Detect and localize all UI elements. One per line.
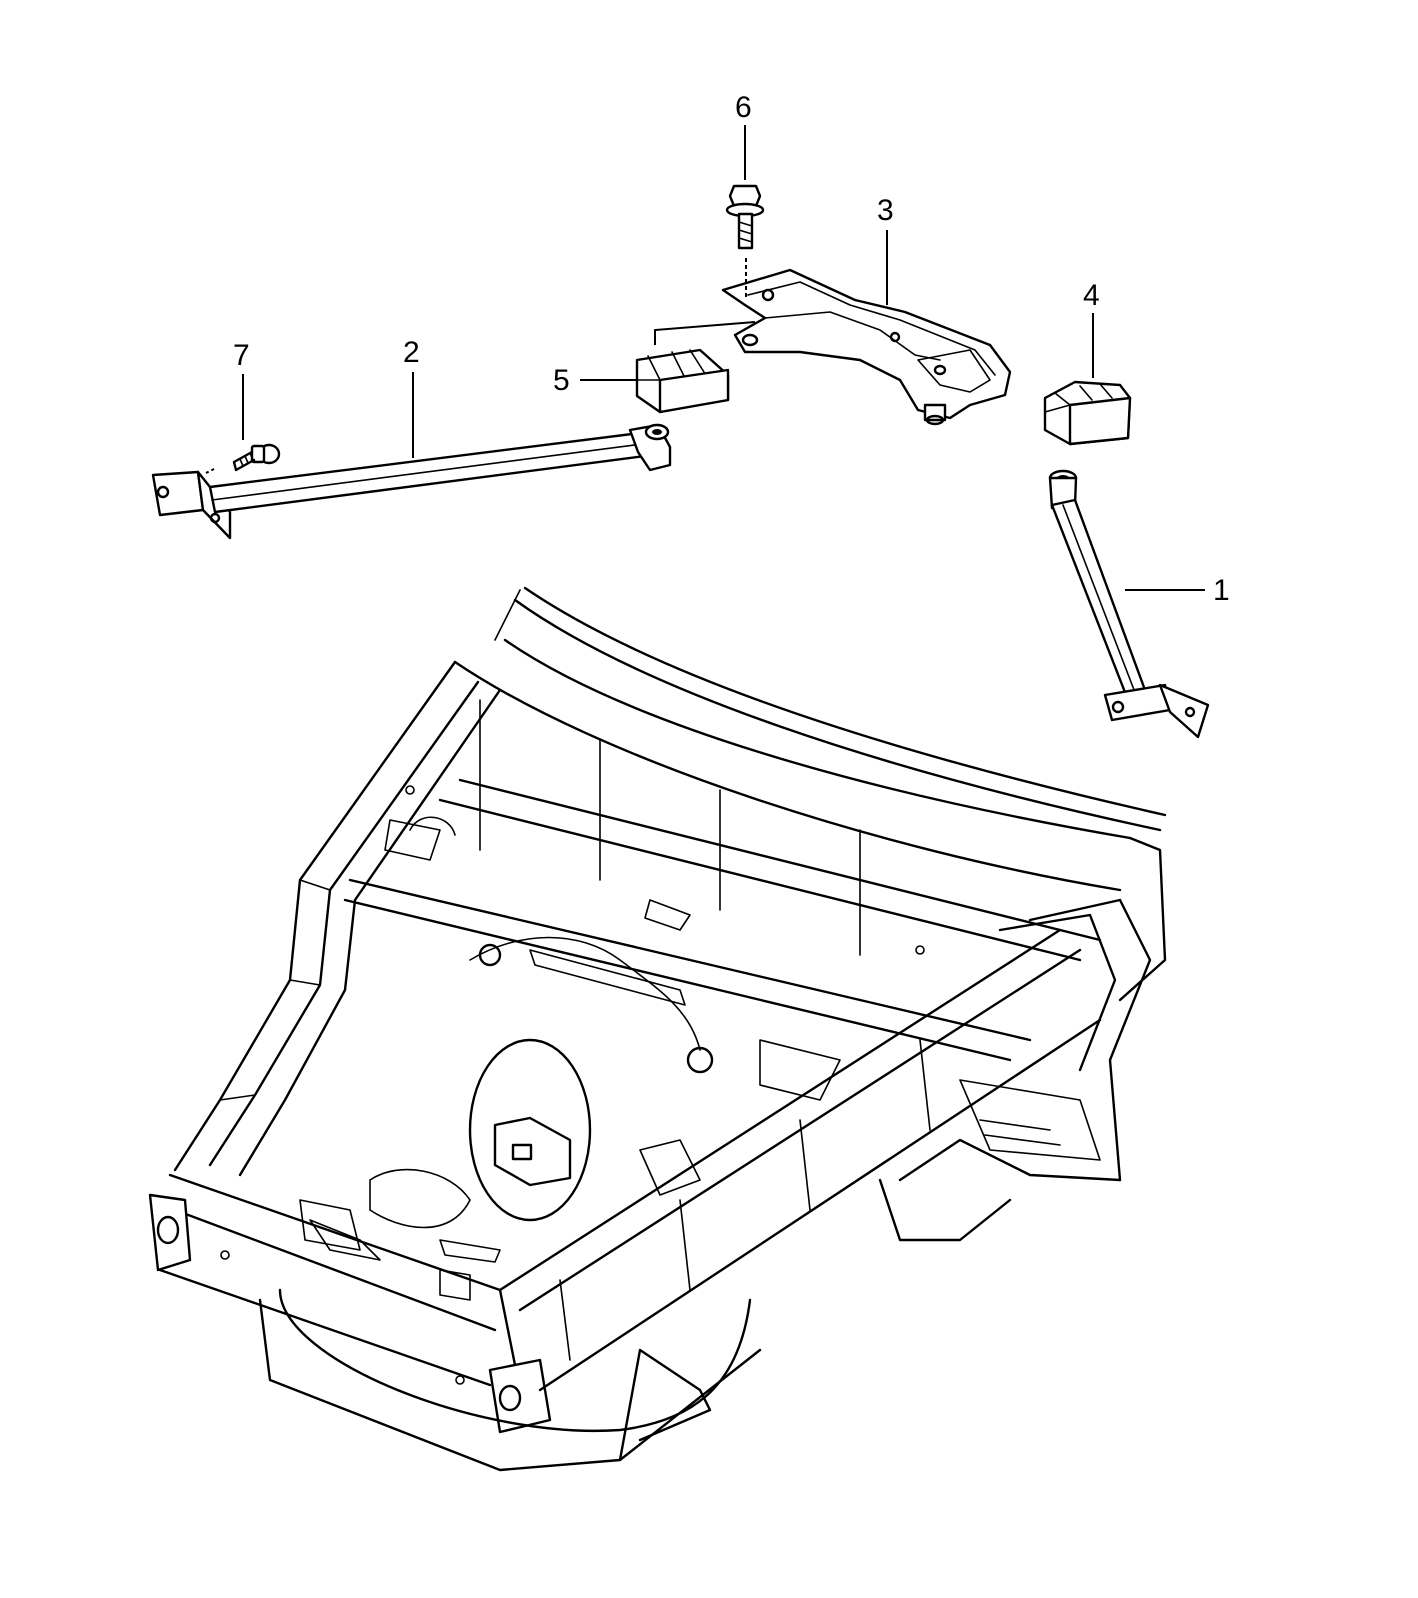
- callout-5: 5: [553, 364, 636, 397]
- callout-5-label: 5: [553, 364, 570, 397]
- callout-6-label: 6: [735, 91, 752, 124]
- callout-7: 7: [233, 339, 250, 440]
- callout-7-label: 7: [233, 339, 250, 372]
- part-6-flange-bolt: [725, 184, 765, 300]
- callout-4-label: 4: [1083, 279, 1100, 312]
- callout-4: 4: [1083, 279, 1100, 378]
- part-3-bracket: [721, 268, 1012, 426]
- callout-1: 1: [1125, 574, 1230, 607]
- callout-3: 3: [877, 194, 894, 305]
- callout-3-label: 3: [877, 194, 894, 227]
- part-4-rubber-mount: [1043, 380, 1132, 446]
- callout-2: 2: [403, 336, 420, 458]
- callout-6: 6: [735, 91, 752, 180]
- callout-2-label: 2: [403, 336, 420, 369]
- part-5-rubber-mount: [635, 321, 756, 414]
- part-7-bolt: [205, 443, 281, 474]
- body-shell: [148, 586, 1167, 1472]
- part-1-strut-bar: [1048, 469, 1210, 739]
- callout-1-label: 1: [1213, 574, 1230, 607]
- part-2-strut-bar: [151, 423, 672, 540]
